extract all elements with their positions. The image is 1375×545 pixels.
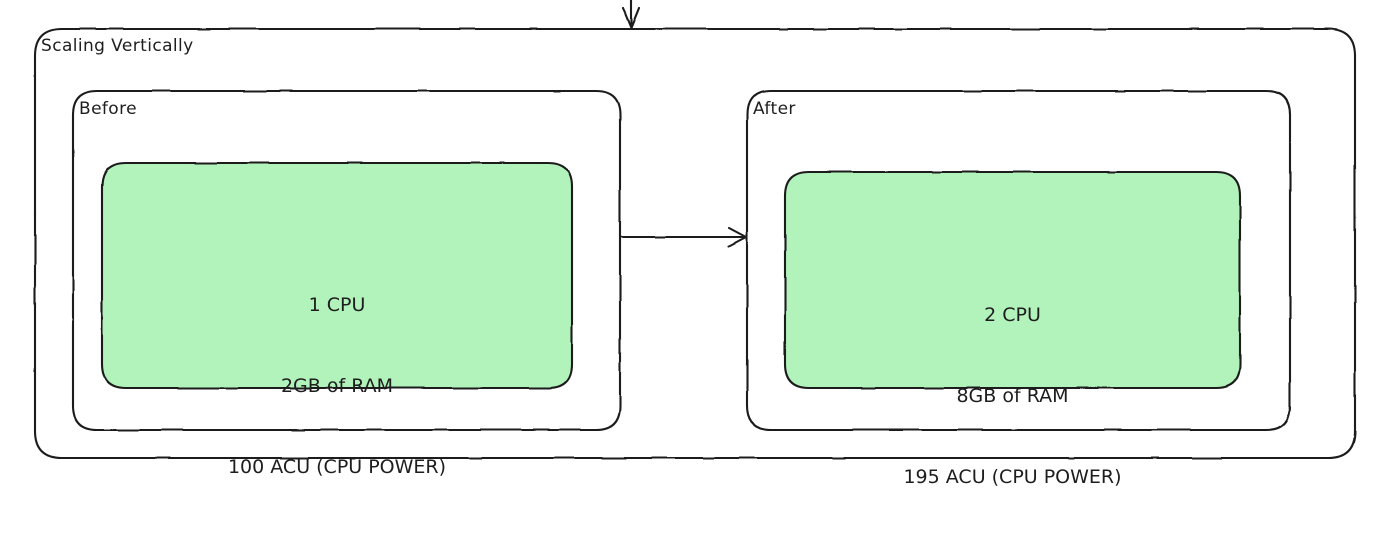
diagram-shapes (33, 0, 1357, 460)
before-spec-ram: 2GB of RAM (280, 375, 394, 397)
after-panel-outline (745, 89, 1292, 432)
before-node-box (100, 161, 574, 390)
outer-container-label: Scaling Vertically (41, 36, 194, 56)
after-spec-cpu: 2 CPU (984, 304, 1041, 326)
before-spec-cpu: 1 CPU (308, 294, 366, 316)
before-panel-outline (71, 89, 622, 432)
after-node-box (783, 170, 1242, 390)
after-node-specs: 2 CPU 8GB of RAM 195 ACU (CPU POWER) (785, 248, 1240, 545)
before-spec-acu: 100 ACU (CPU POWER) (227, 456, 447, 478)
before-node-specs: 1 CPU 2GB of RAM 100 ACU (CPU POWER) (102, 238, 572, 535)
after-spec-ram: 8GB of RAM (956, 385, 1069, 407)
after-panel-label: After (753, 99, 796, 119)
diagram-canvas: Scaling Vertically Before After 1 CPU 2G… (33, 0, 1357, 488)
before-to-after-arrow (619, 226, 748, 248)
after-spec-acu: 195 ACU (CPU POWER) (903, 466, 1122, 488)
incoming-arrow (621, 0, 641, 30)
before-panel-label: Before (79, 99, 137, 119)
outer-container-outline (33, 27, 1357, 460)
